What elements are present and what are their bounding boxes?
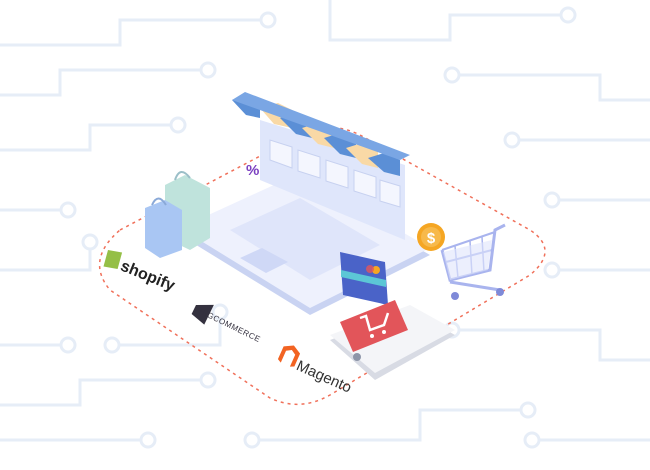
bigcommerce-logo: BIGCOMMERCE [191,304,262,344]
shopping-cart-icon [440,223,506,300]
credit-card-icon [340,252,388,305]
dollar-coin-icon: $ [417,223,445,251]
percent-icon: % [246,162,259,179]
circuit-background [0,0,650,449]
shopping-bags-icon [145,171,210,258]
cart-app-icon [340,300,408,352]
bigcommerce-text: BIGCOMMERCE [198,307,262,344]
shopify-text: shopify [118,258,177,295]
trackpad [240,248,288,273]
shop-awning [232,92,410,176]
phone [330,300,455,380]
magento-text: Magento [294,357,354,396]
coin-symbol: $ [427,230,436,247]
